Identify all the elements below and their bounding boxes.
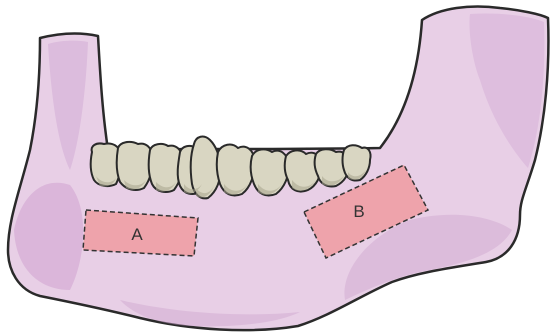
region-b-label: B: [353, 202, 364, 221]
tooth-6: [217, 145, 255, 196]
region-a: A: [83, 210, 198, 256]
region-a-label: A: [131, 225, 143, 244]
tooth-2: [117, 142, 153, 190]
